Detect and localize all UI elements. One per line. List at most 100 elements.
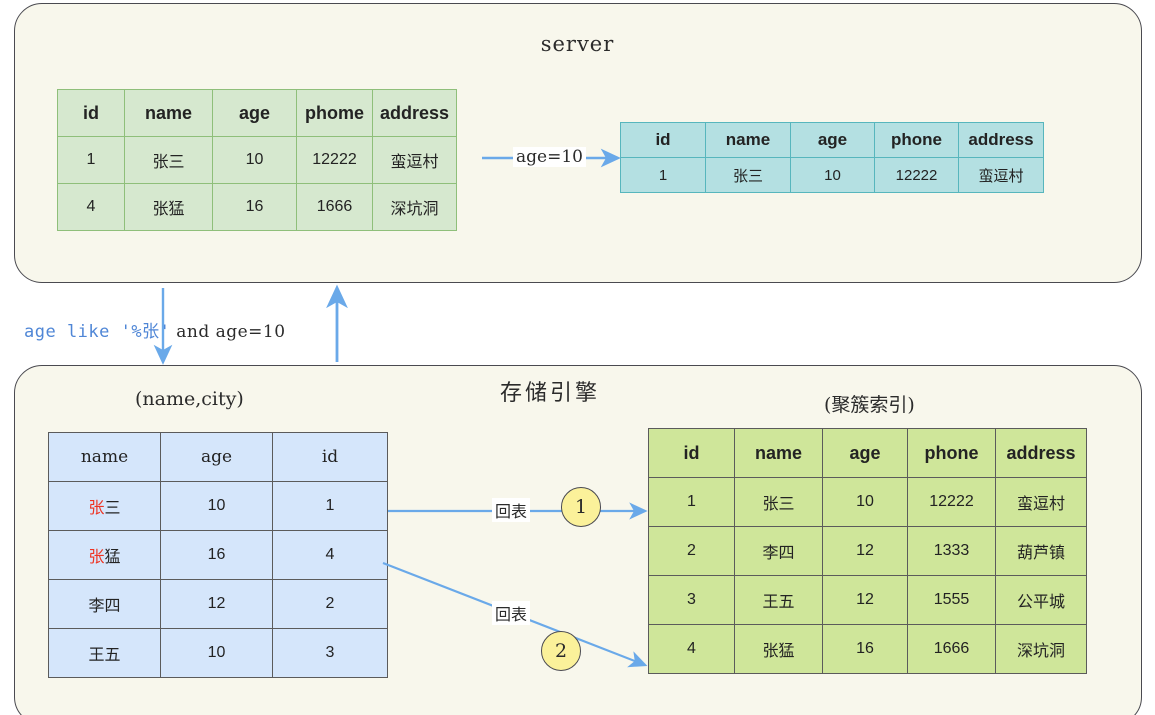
predicate-index-part: age like '%张' (24, 322, 171, 342)
secondary-index-caption: (name,city) (135, 388, 244, 410)
cell-id: 2 (272, 579, 388, 629)
cell-name: 张三 (48, 481, 161, 531)
predicate-filter-part: and age=10 (170, 322, 286, 342)
cell: 张猛 (124, 183, 213, 231)
cell-phone: 1666 (907, 624, 996, 674)
col-header: name (48, 432, 161, 482)
cell-name: 张猛 (734, 624, 823, 674)
cell-id: 3 (272, 628, 388, 678)
col-header: phome (296, 89, 373, 137)
cell-id: 1 (648, 477, 735, 527)
col-header: age (212, 89, 297, 137)
cell: 深坑洞 (372, 183, 457, 231)
col-header: address (958, 122, 1044, 158)
clustered-index-table: id name age phone address 1 张三 10 12222 … (648, 428, 1087, 674)
cell: 张三 (705, 157, 791, 193)
server-data-table: id name age phome address 1 张三 10 12222 … (57, 89, 457, 231)
table-row: 1 张三 10 12222 蛮逗村 (620, 157, 1044, 193)
table-header-row: id name age phone address (648, 428, 1087, 478)
name-prefix-highlight: 张 (88, 500, 105, 517)
cell-age: 10 (160, 481, 273, 531)
cell-phone: 12222 (907, 477, 996, 527)
cell: 蛮逗村 (958, 157, 1044, 193)
cell-age: 16 (160, 530, 273, 580)
cell: 张三 (124, 136, 213, 184)
table-row: 3 王五 12 1555 公平城 (648, 575, 1087, 625)
cell-address: 公平城 (995, 575, 1087, 625)
storage-engine-title: 存储引擎 (499, 381, 600, 406)
name-rest: 猛 (104, 549, 121, 566)
name-rest: 李四 (88, 598, 121, 615)
table-row: 4 张猛 16 1666 深坑洞 (57, 183, 457, 231)
cell: 1 (620, 157, 706, 193)
cell-name: 张三 (734, 477, 823, 527)
cell-id: 4 (648, 624, 735, 674)
table-row: 王五 10 3 (48, 628, 388, 678)
table-row: 李四 12 2 (48, 579, 388, 629)
col-header: name (734, 428, 823, 478)
col-header: age (822, 428, 908, 478)
cell-age: 16 (822, 624, 908, 674)
cell-age: 12 (822, 526, 908, 576)
table-row: 4 张猛 16 1666 深坑洞 (648, 624, 1087, 674)
col-header: age (160, 432, 273, 482)
cell: 12222 (296, 136, 373, 184)
table-row: 张猛 16 4 (48, 530, 388, 580)
table-header-row: id name age phone address (620, 122, 1044, 158)
table-header-row: id name age phome address (57, 89, 457, 137)
cell-age: 10 (160, 628, 273, 678)
step-badge-1: 1 (561, 487, 601, 527)
col-header: id (57, 89, 125, 137)
table-row: 2 李四 12 1333 葫芦镇 (648, 526, 1087, 576)
name-rest: 王五 (88, 647, 121, 664)
clustered-index-caption: (聚簇索引) (824, 394, 915, 416)
cell: 16 (212, 183, 297, 231)
cell: 10 (212, 136, 297, 184)
arrow-label-age-filter: age=10 (513, 147, 586, 167)
cell: 1666 (296, 183, 373, 231)
cell: 1 (57, 136, 125, 184)
name-prefix-highlight: 张 (88, 549, 105, 566)
table-row: 1 张三 10 12222 蛮逗村 (57, 136, 457, 184)
cell: 4 (57, 183, 125, 231)
cell-name: 王五 (734, 575, 823, 625)
secondary-index-table: name age id 张三 10 1 张猛 16 4 李四 12 2 王五 1 (48, 432, 388, 678)
cell-address: 葫芦镇 (995, 526, 1087, 576)
table-row: 1 张三 10 12222 蛮逗村 (648, 477, 1087, 527)
cell-id: 1 (272, 481, 388, 531)
cell: 10 (790, 157, 875, 193)
cell-name: 李四 (734, 526, 823, 576)
server-result-table: id name age phone address 1 张三 10 12222 … (620, 122, 1044, 193)
col-header: phone (874, 122, 959, 158)
cell-phone: 1333 (907, 526, 996, 576)
cell-phone: 1555 (907, 575, 996, 625)
arrow-label-lookup-1: 回表 (492, 498, 531, 522)
name-rest: 三 (104, 500, 121, 517)
col-header: phone (907, 428, 996, 478)
col-header: address (372, 89, 457, 137)
cell-id: 4 (272, 530, 388, 580)
server-panel-title: server (540, 32, 615, 56)
col-header: age (790, 122, 875, 158)
cell-name: 李四 (48, 579, 161, 629)
cell-address: 蛮逗村 (995, 477, 1087, 527)
col-header: id (648, 428, 735, 478)
cell-name: 王五 (48, 628, 161, 678)
col-header: id (620, 122, 706, 158)
col-header: address (995, 428, 1087, 478)
col-header: name (705, 122, 791, 158)
cell-address: 深坑洞 (995, 624, 1087, 674)
cell-name: 张猛 (48, 530, 161, 580)
table-row: 张三 10 1 (48, 481, 388, 531)
col-header: name (124, 89, 213, 137)
table-header-row: name age id (48, 432, 388, 482)
cell: 蛮逗村 (372, 136, 457, 184)
cell-age: 12 (160, 579, 273, 629)
step-badge-2: 2 (541, 631, 581, 671)
cell: 12222 (874, 157, 959, 193)
cell-id: 2 (648, 526, 735, 576)
cell-age: 10 (822, 477, 908, 527)
col-header: id (272, 432, 388, 482)
cell-age: 12 (822, 575, 908, 625)
